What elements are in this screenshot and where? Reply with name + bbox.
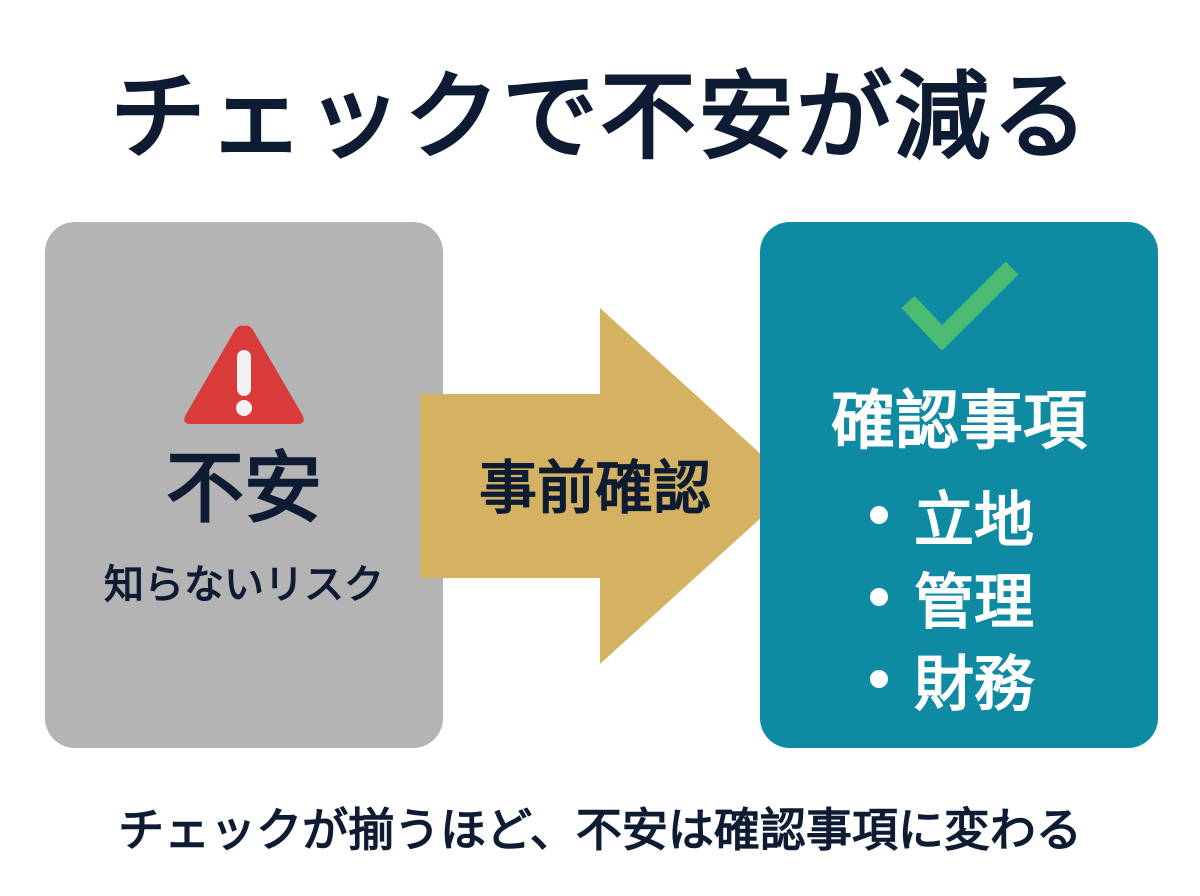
unknown-risk-label: 知らないリスク	[104, 562, 384, 608]
bullet-icon	[870, 588, 888, 606]
footer-caption: チェックが揃うほど、不安は確認事項に変わる	[118, 803, 1082, 857]
pre-check-label: 事前確認	[478, 454, 711, 522]
anxiety-card: 不安 知らないリスク	[45, 222, 443, 748]
right-arrow-icon	[420, 308, 796, 664]
checklist-items: 立地 管理 財務	[870, 474, 1034, 720]
list-item: 立地	[870, 474, 1034, 556]
checklist-card: 確認事項 立地 管理 財務	[760, 222, 1158, 748]
bullet-icon	[870, 670, 888, 688]
checklist-title: 確認事項	[831, 385, 1087, 459]
bullet-icon	[870, 506, 888, 524]
list-item: 財務	[870, 638, 1034, 720]
checkmark-icon	[901, 261, 1019, 350]
anxiety-label: 不安	[165, 444, 322, 534]
list-item: 管理	[870, 556, 1034, 638]
warning-triangle-icon	[184, 325, 304, 424]
page-title: チェックで不安が減る	[110, 61, 1090, 173]
